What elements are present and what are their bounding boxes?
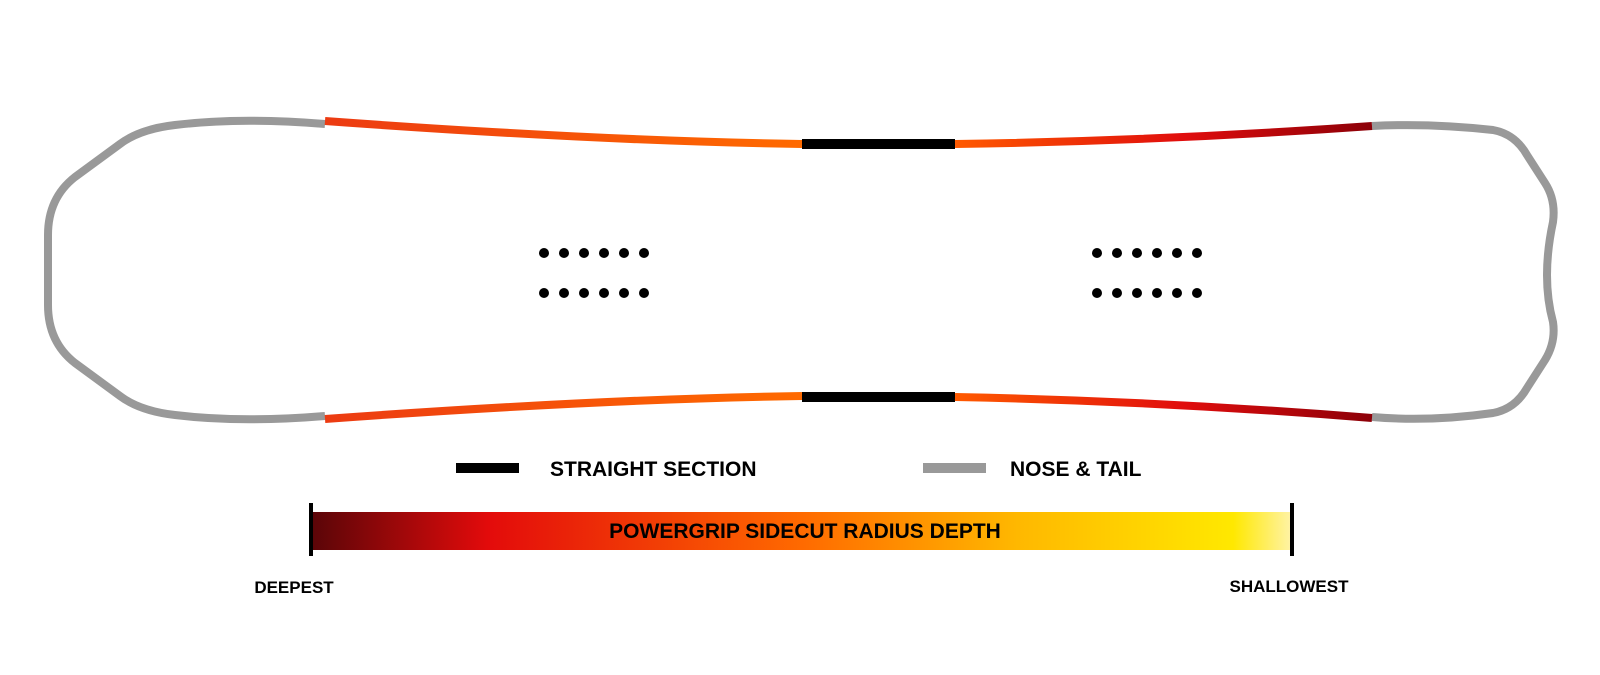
insert-hole (1132, 288, 1142, 298)
depth-gradient-bar: POWERGRIP SIDECUT RADIUS DEPTH DEEPEST S… (254, 503, 1349, 597)
legend: STRAIGHT SECTION NOSE & TAIL (456, 458, 1142, 481)
insert-hole (559, 248, 569, 258)
top-sidecut-right (954, 122, 1373, 148)
insert-hole (1192, 288, 1202, 298)
shallowest-label: SHALLOWEST (1230, 577, 1350, 596)
insert-hole (1152, 288, 1162, 298)
top-straight-section (802, 139, 955, 149)
left-end-marker (309, 503, 313, 556)
insert-hole (1172, 248, 1182, 258)
nose-tail-label: NOSE & TAIL (1010, 458, 1142, 481)
insert-hole (579, 248, 589, 258)
tail-outline (1371, 121, 1558, 423)
top-sidecut-left (324, 117, 803, 148)
insert-hole (599, 248, 609, 258)
gradient-fill (312, 512, 1292, 550)
gradient-title: POWERGRIP SIDECUT RADIUS DEPTH (609, 520, 1001, 543)
insert-hole (539, 248, 549, 258)
left-insert-pack (539, 248, 649, 298)
insert-hole (1172, 288, 1182, 298)
insert-hole (1132, 248, 1142, 258)
insert-hole (559, 288, 569, 298)
insert-hole (599, 288, 609, 298)
bottom-straight-section (802, 392, 955, 402)
insert-hole (1112, 248, 1122, 258)
insert-hole (1152, 248, 1162, 258)
bottom-sidecut-left (324, 392, 803, 423)
insert-hole (639, 288, 649, 298)
right-insert-pack (1092, 248, 1202, 298)
insert-hole (639, 248, 649, 258)
insert-hole (539, 288, 549, 298)
insert-hole (1192, 248, 1202, 258)
insert-hole (579, 288, 589, 298)
right-end-marker (1290, 503, 1294, 556)
nose-tail-swatch (923, 463, 986, 473)
deepest-label: DEEPEST (254, 578, 334, 597)
insert-hole (1092, 248, 1102, 258)
bottom-sidecut-right (954, 393, 1373, 422)
straight-section-swatch (456, 463, 519, 473)
insert-hole (1112, 288, 1122, 298)
insert-hole (1092, 288, 1102, 298)
straight-section-label: STRAIGHT SECTION (550, 458, 757, 481)
insert-hole (619, 248, 629, 258)
insert-hole (619, 288, 629, 298)
nose-outline (44, 116, 326, 424)
